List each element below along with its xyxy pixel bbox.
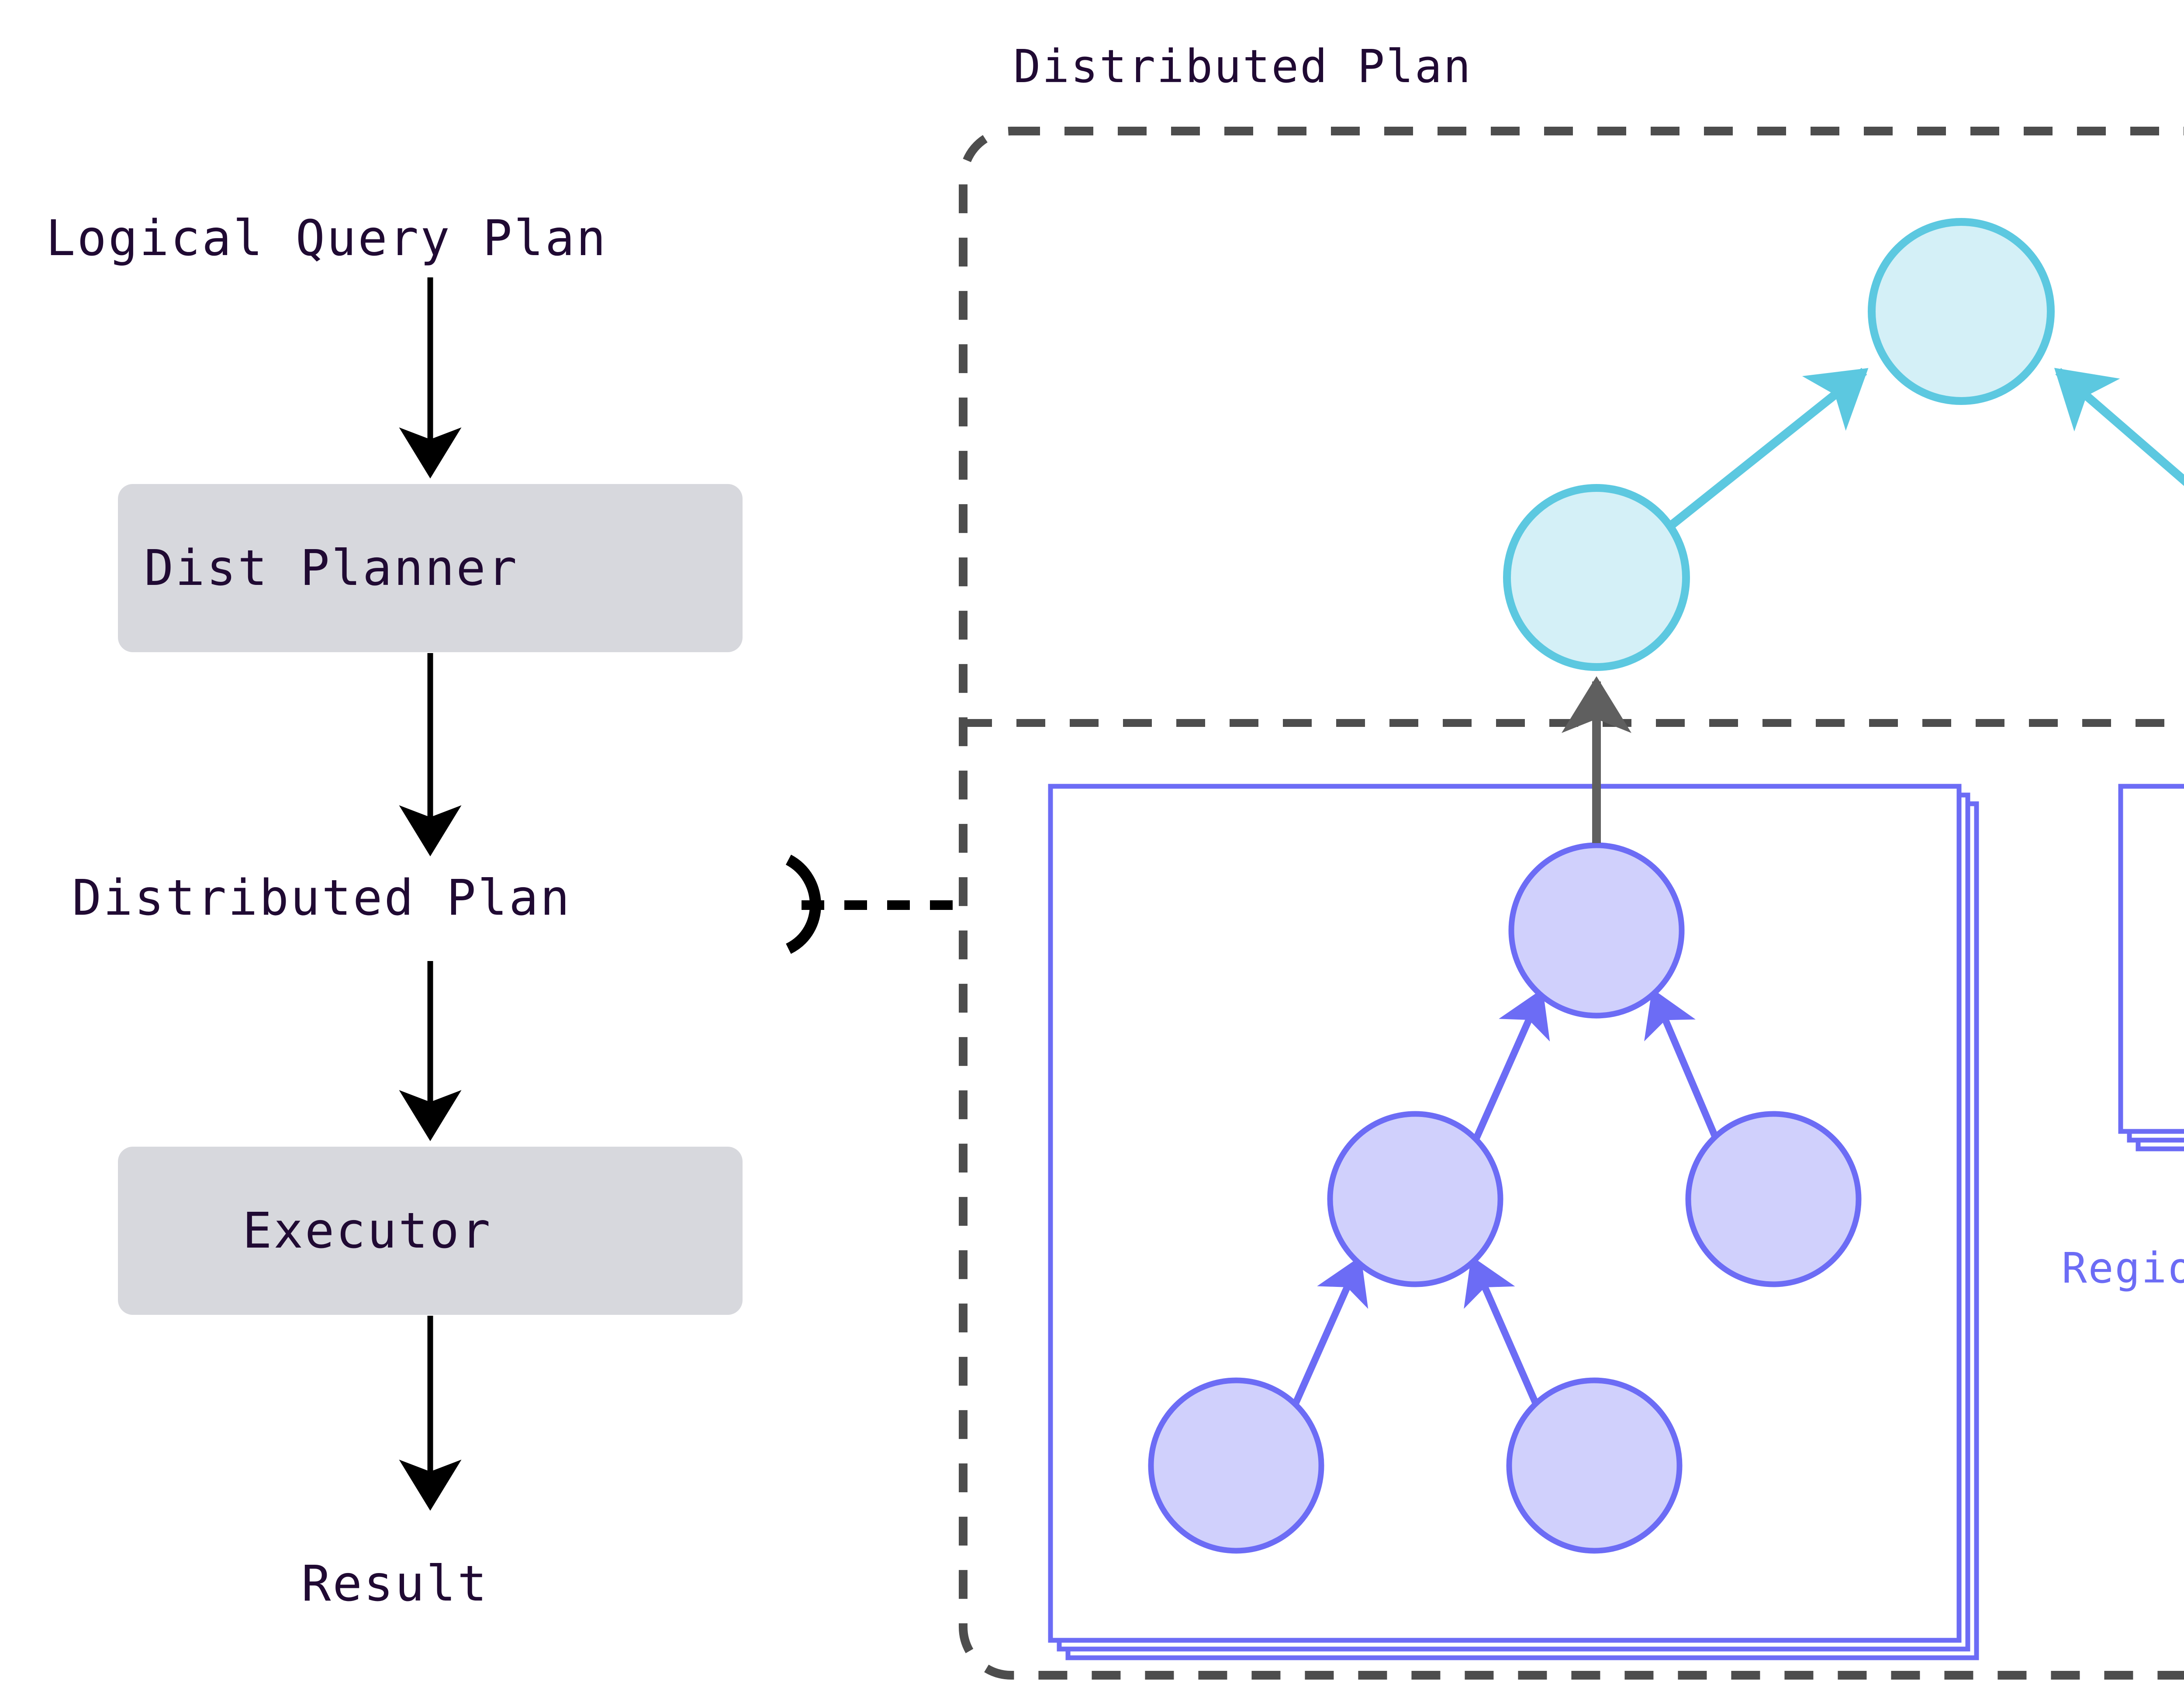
logical-query-plan-label: Logical Query Plan	[46, 210, 608, 267]
dist-planner-box[interactable]	[118, 484, 743, 652]
dist-planner-label: Dist Planner	[144, 540, 519, 597]
edge-dnl-mid-to-root	[1472, 989, 1550, 1142]
region-card-layer-1	[2118, 784, 2184, 1134]
datanode-node[interactable]	[1685, 1111, 1862, 1287]
result-label: Result	[301, 1556, 489, 1612]
edge-fe-left-to-root	[1667, 368, 1869, 530]
distributed-plan-label: Distributed Plan	[72, 870, 571, 927]
executor-label: Executor	[242, 1203, 492, 1259]
distributed-plan-container-title: Distributed Plan	[1013, 40, 1472, 93]
edge-dnl-leaf1-to-mid	[1290, 1256, 1368, 1409]
region-stack-left[interactable]	[1048, 784, 1979, 1660]
regions-label: Regions	[2062, 1244, 2184, 1293]
edge-dnl-side-to-root	[1644, 989, 1720, 1142]
datanode-node[interactable]	[1506, 1377, 1683, 1554]
datanode-node[interactable]	[1508, 842, 1685, 1019]
edge-fe-right-to-root	[2054, 368, 2184, 486]
datanode-node[interactable]	[1148, 1377, 1324, 1554]
distributed-plan-container	[959, 127, 2184, 1680]
frontend-node[interactable]	[1868, 218, 2055, 405]
region-stack-right[interactable]	[2118, 784, 2184, 1151]
executor-box[interactable]	[118, 1147, 743, 1315]
datanode-node[interactable]	[1327, 1111, 1503, 1287]
edge-dnl-leaf2-to-mid	[1464, 1256, 1541, 1409]
frontend-node[interactable]	[1503, 484, 1690, 671]
